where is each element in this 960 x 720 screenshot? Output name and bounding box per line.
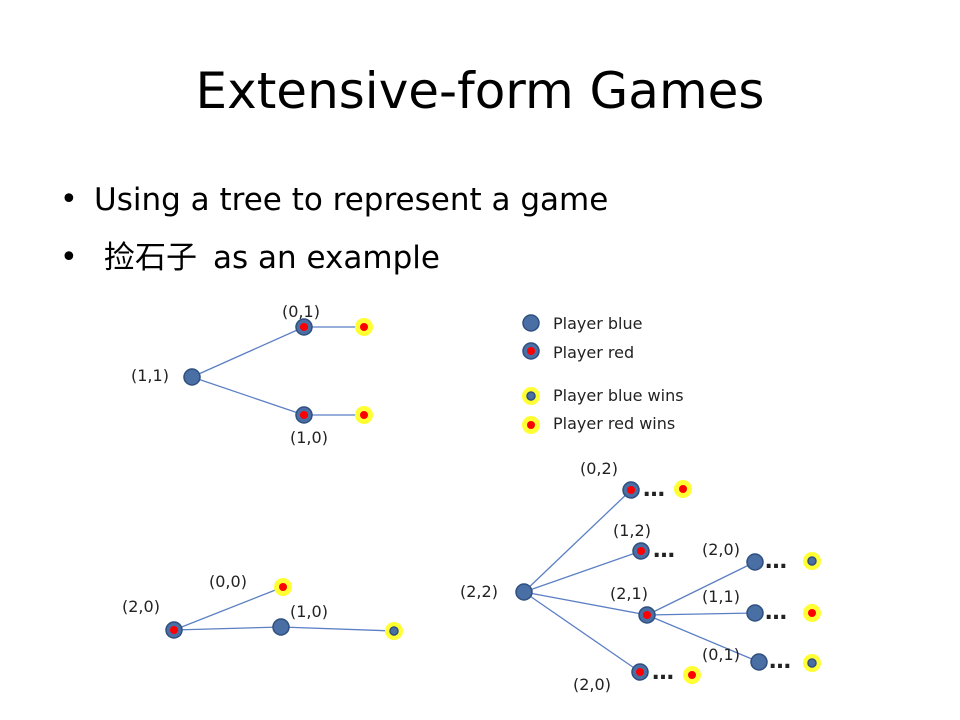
player-blue-node — [746, 604, 764, 622]
ellipsis: … — [769, 649, 791, 674]
blue-wins-leaf — [389, 626, 399, 636]
ellipsis: … — [652, 660, 674, 685]
edge — [523, 591, 648, 616]
state-label: (2,0) — [122, 597, 160, 616]
blue-wins-leaf — [807, 658, 817, 668]
state-label: (1,0) — [290, 428, 328, 447]
player-red-node — [643, 611, 651, 619]
legend-label: Player blue wins — [553, 386, 684, 405]
state-label: (1,1) — [702, 587, 740, 606]
player-red-node — [300, 323, 308, 331]
player-blue-node — [272, 618, 290, 636]
state-label: (0,2) — [580, 459, 618, 478]
legend-red-node — [527, 347, 535, 355]
state-label: (0,1) — [282, 302, 320, 321]
legend-blue-node — [522, 314, 540, 332]
ellipsis: … — [765, 600, 787, 625]
state-label: (1,2) — [613, 521, 651, 540]
state-label: (0,1) — [702, 645, 740, 664]
bullet-item: 捡石子 as an example — [60, 234, 608, 292]
slide-title: Extensive-form Games — [195, 62, 765, 120]
blue-wins-leaf — [807, 556, 817, 566]
red-wins-leaf — [679, 485, 687, 493]
player-blue-node — [515, 583, 533, 601]
bullet-chinese-text: 捡石子 — [104, 240, 197, 276]
red-wins-leaf — [279, 583, 287, 591]
bullet-item: Using a tree to represent a game — [60, 176, 608, 234]
state-label: (2,0) — [702, 540, 740, 559]
edge — [191, 326, 305, 378]
red-wins-leaf — [808, 609, 816, 617]
edge — [646, 614, 760, 663]
state-label: (2,1) — [610, 584, 648, 603]
red-wins-leaf — [360, 323, 368, 331]
edge — [173, 586, 284, 631]
state-label: (2,2) — [460, 582, 498, 601]
ellipsis: … — [765, 549, 787, 574]
legend-label: Player red — [553, 343, 634, 362]
player-red-node — [170, 626, 178, 634]
edge — [646, 561, 756, 616]
tree-1: (1,1) (0,1) (1,0) — [131, 302, 373, 447]
ellipsis: … — [653, 538, 675, 563]
legend-label: Player red wins — [553, 414, 675, 433]
state-label: (1,1) — [131, 366, 169, 385]
legend-blue-wins — [526, 391, 536, 401]
tree-3: … … … … … … (2,2) (0,2) (1,2) (2,1) (2,0… — [460, 459, 821, 694]
state-label: (1,0) — [290, 602, 328, 621]
player-red-node — [300, 411, 308, 419]
player-red-node — [637, 547, 645, 555]
edge — [173, 626, 282, 631]
player-blue-node — [750, 653, 768, 671]
ellipsis: … — [643, 477, 665, 502]
player-red-node — [636, 668, 644, 676]
red-wins-leaf — [360, 411, 368, 419]
legend: Player blue Player red Player blue wins … — [522, 314, 684, 434]
edge — [646, 612, 756, 616]
edge — [523, 550, 642, 593]
edge — [191, 376, 305, 416]
state-label: (2,0) — [573, 675, 611, 694]
edge — [280, 626, 395, 632]
red-wins-leaf — [688, 671, 696, 679]
tree-2: (2,0) (0,0) (1,0) — [122, 572, 403, 640]
edge — [523, 489, 632, 593]
state-label: (0,0) — [209, 572, 247, 591]
legend-label: Player blue — [553, 314, 642, 333]
player-blue-node — [183, 368, 201, 386]
player-blue-node — [746, 553, 764, 571]
bullet-list: Using a tree to represent a game 捡石子 as a… — [60, 176, 608, 292]
bullet-text: Using a tree to represent a game — [94, 182, 609, 218]
legend-red-wins — [527, 421, 535, 429]
edge — [523, 591, 641, 673]
player-red-node — [627, 486, 635, 494]
bullet-text: as an example — [213, 240, 440, 276]
